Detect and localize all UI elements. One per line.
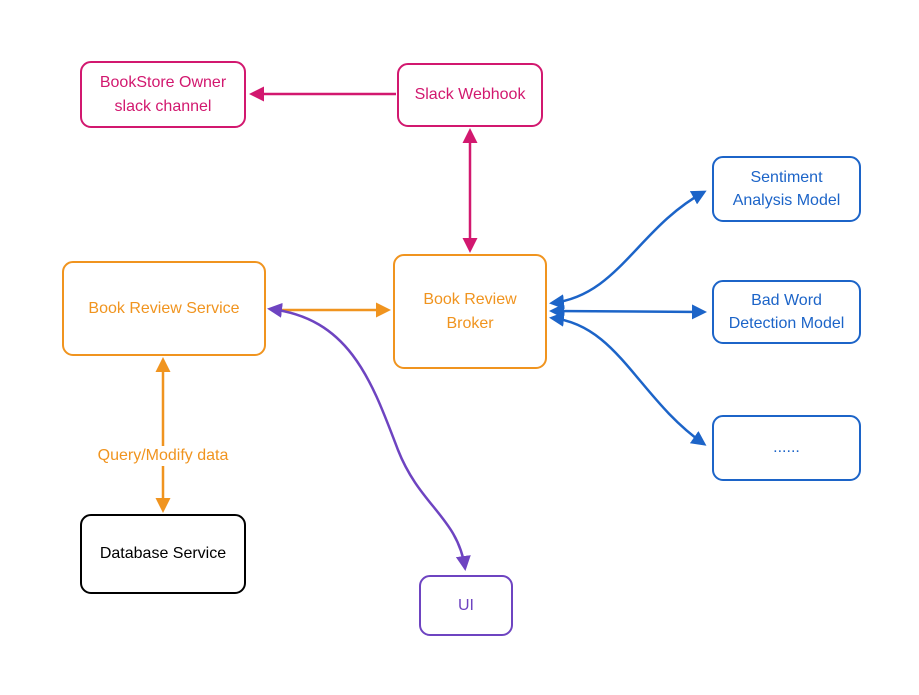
node-bookstore-owner-slack-channel: BookStore Owner slack channel [80, 61, 246, 128]
edge-broker-more-models [549, 311, 707, 446]
node-label: Database Service [99, 545, 227, 563]
node-slack-webhook: Slack Webhook [397, 63, 543, 127]
node-more-models: ...... [712, 415, 861, 481]
node-label: Book Review Broker [423, 291, 517, 332]
node-label: Slack Webhook [414, 86, 526, 104]
node-label: Bad Word Detection Model [728, 291, 845, 332]
node-label: Sentiment Analysis Model [732, 168, 841, 209]
node-ui: UI [419, 575, 513, 636]
edge-service-ui [267, 302, 471, 571]
node-book-review-service: Book Review Service [62, 261, 266, 356]
node-database-service: Database Service [80, 514, 246, 594]
node-label: BookStore Owner slack channel [99, 74, 227, 115]
edge-broker-badword [549, 303, 707, 320]
node-bad-word-detection-model: Bad Word Detection Model [712, 280, 861, 344]
node-label: ...... [773, 439, 800, 457]
node-sentiment-analysis-model: Sentiment Analysis Model [712, 156, 861, 222]
node-label: UI [458, 596, 474, 614]
node-label: Book Review Service [88, 299, 240, 317]
node-book-review-broker: Book Review Broker [393, 254, 547, 369]
edge-broker-sentiment [549, 190, 707, 310]
query-modify-data-label: Query/Modify data [91, 446, 235, 466]
